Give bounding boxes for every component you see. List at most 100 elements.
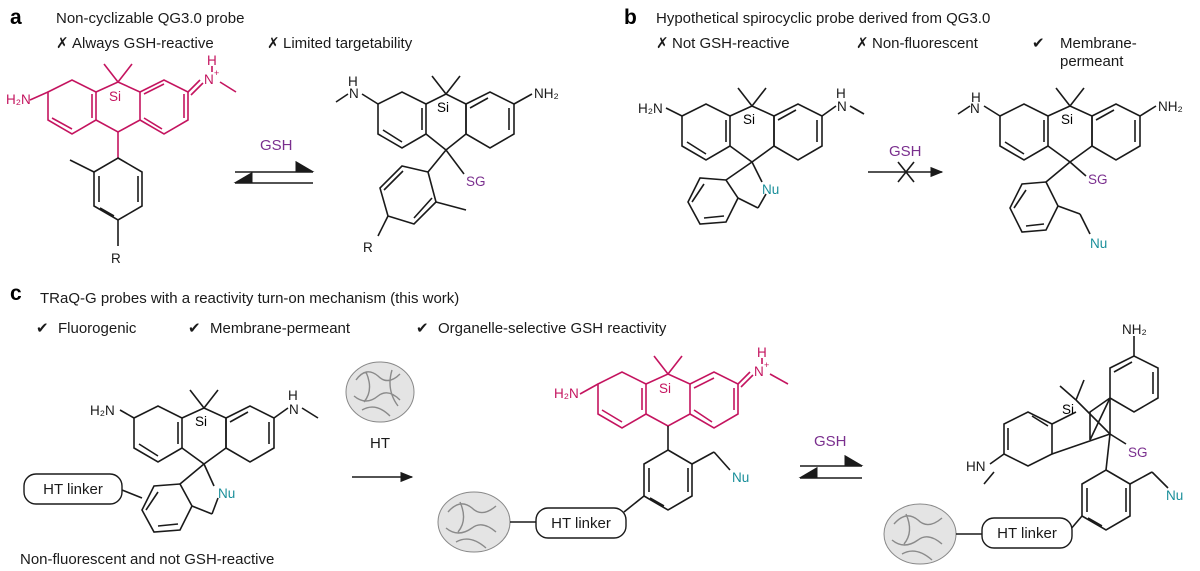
ring-left [133, 405, 183, 463]
bond-methyl [435, 201, 467, 211]
bond-si-me2 [1075, 379, 1085, 401]
bond-spiro-aryl [179, 463, 205, 485]
ring-double-bonds [51, 83, 185, 130]
ht-linker-label-2: HT linker [551, 515, 611, 532]
ring-right [689, 371, 739, 429]
bond-ch2 [1057, 205, 1081, 215]
ring-left [597, 371, 647, 429]
si-label-c3: Si [1062, 402, 1074, 417]
ring-center [95, 81, 141, 133]
bond-r [377, 215, 389, 237]
bond-si-me2 [751, 87, 767, 107]
qg30-open-structure [29, 63, 237, 158]
panel-c-caption: Non-fluorescent and not GSH-reactive [20, 551, 274, 568]
pendant-aryl-a [69, 157, 143, 246]
ring-center [645, 373, 691, 427]
spirocyclic-probe [665, 87, 865, 225]
panel-a: a Non-cyclizable QG3.0 probe ✗ Always GS… [6, 6, 559, 266]
panel-a-prop-1-mark: ✗ [56, 35, 69, 52]
bond-n-methyl [301, 407, 319, 419]
bond-nh2 [119, 409, 135, 419]
amine-n-label: N [349, 86, 359, 101]
bond-spiro-nu [203, 463, 215, 487]
si-label-b2: Si [1061, 112, 1073, 127]
ring-aryl-double [648, 468, 689, 507]
hypothetical-adduct [957, 87, 1157, 235]
traqg-gsh-adduct [983, 336, 1169, 531]
panel-a-prop-1: Always GSH-reactive [72, 35, 214, 52]
nu-label-b: Nu [762, 182, 779, 197]
bond-ch2 [191, 505, 213, 515]
traqg-open-aryl [623, 426, 731, 513]
bond-linker [121, 489, 143, 499]
bond-nh [273, 407, 289, 419]
panel-c-prop-3-mark: ✔ [416, 320, 429, 337]
amine-n-label-c1: N [289, 402, 299, 417]
qg30-gsh-adduct [335, 75, 533, 237]
bond-linker [623, 495, 645, 513]
ring-left [1003, 411, 1077, 467]
bond-si-me1 [1059, 385, 1077, 401]
bond-ch2-nu [1079, 213, 1091, 235]
bond-nh2 [29, 91, 49, 101]
bond-center [1051, 433, 1111, 455]
panel-a-prop-2-mark: ✗ [267, 35, 280, 52]
bond-nh2 [665, 107, 683, 117]
bond-ch2-nu [1151, 471, 1169, 489]
amine-h-label-b2: H [971, 90, 981, 105]
bond-aryl [1105, 433, 1111, 471]
ht-linker-label-3: HT linker [997, 525, 1057, 542]
ht-linker-box-3 [981, 517, 1073, 549]
bond-aryl [427, 149, 447, 173]
panel-b-prop-2: Non-fluorescent [872, 35, 979, 52]
nh2-label-b: H₂N [638, 101, 663, 116]
bond-spiro-nu [751, 161, 763, 183]
bond-si-me2 [667, 355, 683, 375]
ring-top-double [1113, 361, 1154, 394]
panel-b: b Hypothetical spirocyclic probe derived… [624, 6, 1183, 251]
iminium-charge: + [214, 68, 219, 78]
sg-label-c: SG [1128, 445, 1148, 460]
nh2-left-label: H₂N [6, 92, 31, 107]
panel-b-prop-2-mark: ✗ [856, 35, 869, 52]
bond-nh [821, 105, 837, 117]
bond-n-methyl [219, 81, 237, 93]
nh2-right-label: NH₂ [534, 86, 559, 101]
panel-c-prop-2-mark: ✔ [188, 320, 201, 337]
reagent-gsh-b: GSH [889, 143, 922, 160]
bond-n-methyl [335, 93, 349, 103]
ht-linker-box-2 [535, 507, 627, 539]
ring-double-bonds [382, 97, 510, 143]
bond-iminium-double [740, 374, 754, 388]
panel-a-letter: a [10, 6, 22, 29]
ring-aryl-double [383, 170, 433, 219]
ring-top [1109, 355, 1159, 413]
ring-aryl-double [1086, 488, 1127, 527]
sg-label-a: SG [466, 174, 486, 189]
ring-aryl-double [1013, 189, 1045, 227]
halotag-protein-icon-3 [883, 503, 957, 565]
nh2-label-c3: NH₂ [1122, 322, 1147, 337]
ring-left-double [1007, 415, 1049, 450]
ring-benzo-double [691, 183, 725, 219]
bond-si-me1 [653, 355, 669, 375]
panel-c-prop-2: Membrane-permeant [210, 320, 351, 337]
bond-si-me1 [737, 87, 753, 107]
sg-label-b: SG [1088, 172, 1108, 187]
halotag-protein-icon [345, 361, 415, 423]
panel-b-prop-3-line2: permeant [1060, 53, 1124, 70]
bond-ch2 [1129, 471, 1153, 485]
nh2-label-c1: H₂N [90, 403, 115, 418]
bond-n-methyl [849, 105, 865, 115]
amine-n-label-b: N [837, 99, 847, 114]
bond-iminium [187, 79, 201, 93]
ring-left [999, 103, 1049, 161]
ring-link [1089, 397, 1111, 441]
bond-ch2 [691, 451, 715, 465]
panel-c-letter: c [10, 282, 22, 305]
reagent-gsh-a: GSH [260, 137, 293, 154]
bond-ch2-nu [713, 451, 731, 471]
panel-c-prop-1-mark: ✔ [36, 320, 49, 337]
bond-nh2 [579, 383, 599, 395]
bond-ch2-nu [757, 193, 767, 209]
